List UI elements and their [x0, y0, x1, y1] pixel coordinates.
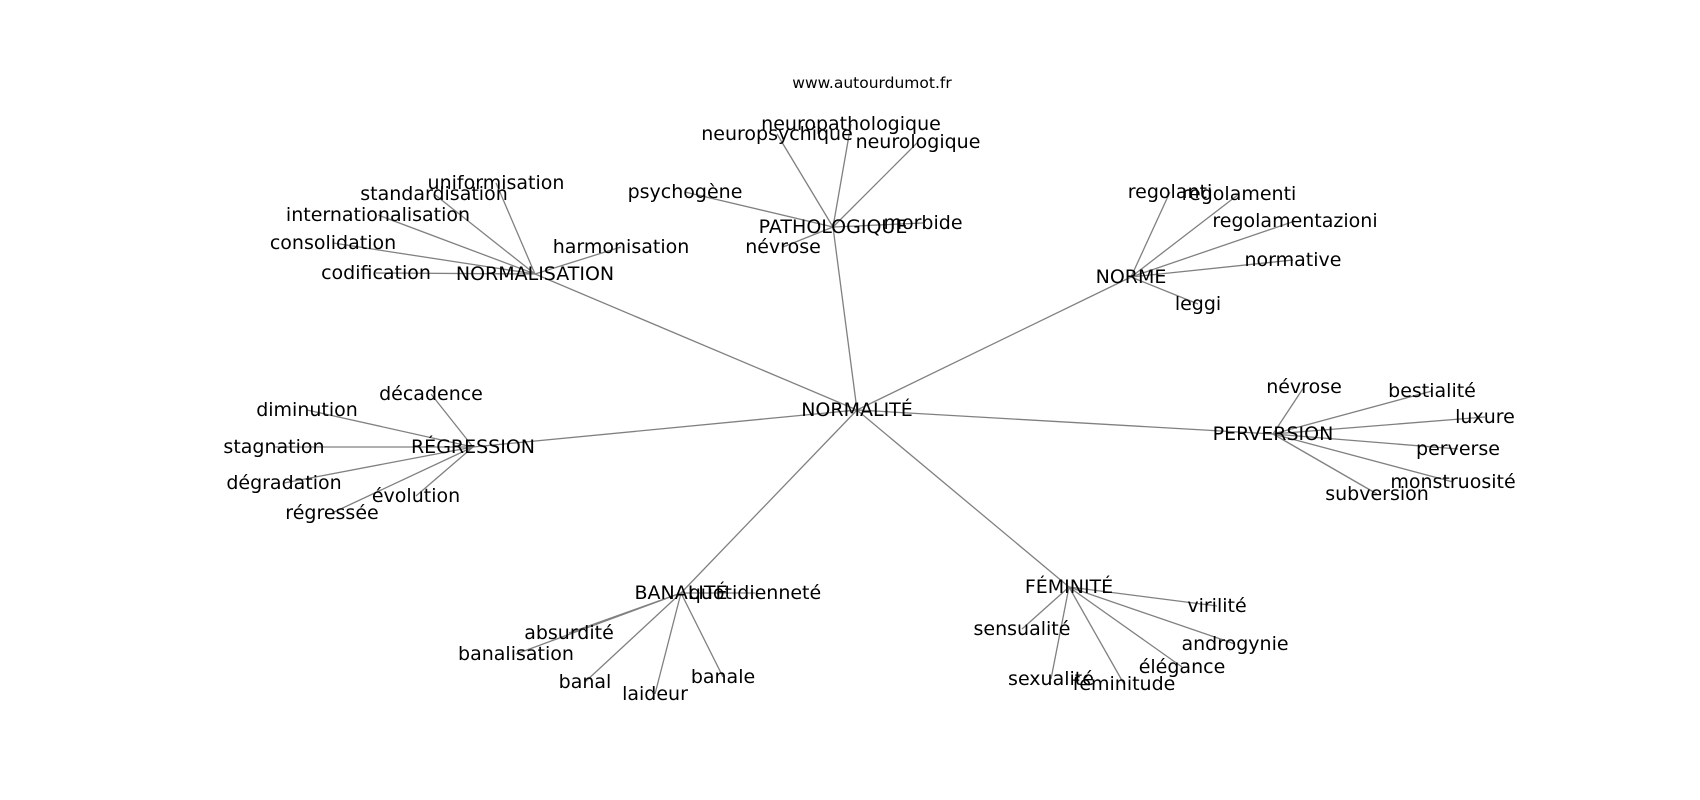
edge-hub-to-word	[1130, 191, 1171, 278]
hub-node-label: PERVERSION	[1213, 423, 1334, 445]
edge-hub-to-word	[332, 242, 536, 275]
edge-hub-to-word	[680, 592, 724, 678]
word-node-label: sexualité	[1008, 668, 1094, 690]
edge-hub-to-word	[654, 592, 682, 695]
word-node-label: neurologique	[856, 131, 981, 153]
word-node-label: codification	[321, 262, 431, 284]
word-node-label: subversion	[1325, 483, 1429, 505]
edge-hub-to-word	[515, 592, 682, 655]
edge-hub-to-word	[1272, 433, 1454, 483]
word-node-label: élégance	[1139, 656, 1226, 678]
edge-hub-to-word	[1068, 586, 1183, 668]
edge-hub-to-word	[1068, 586, 1125, 685]
hub-node-label: BANALITÉ	[634, 581, 727, 604]
edge-hub-to-word	[1272, 416, 1486, 435]
hub-node-label: FÉMINITÉ	[1025, 575, 1113, 598]
edge-center-to-hub	[534, 273, 858, 411]
edge-layer	[274, 123, 1486, 695]
word-node-label: monstruosité	[1390, 471, 1515, 493]
word-node-label: luxure	[1455, 406, 1515, 428]
edge-hub-to-word	[430, 393, 474, 448]
edge-hub-to-word	[782, 226, 834, 248]
word-node-label: perverse	[1416, 438, 1500, 460]
edge-hub-to-word	[534, 246, 622, 275]
word-node-label: banale	[691, 666, 755, 688]
edge-hub-to-word	[306, 409, 474, 448]
edge-center-to-hub	[680, 409, 858, 594]
edge-hub-to-word	[283, 446, 474, 484]
word-node-label: standardisation	[360, 183, 508, 205]
word-node-label: uniformisation	[428, 172, 565, 194]
edge-center-to-hub	[832, 226, 858, 411]
word-node-label: névrose	[1266, 376, 1342, 398]
edge-center-to-hub	[856, 409, 1070, 588]
edge-hub-to-word	[1130, 193, 1240, 278]
edge-hub-to-word	[832, 222, 924, 228]
edge-hub-to-word	[1272, 386, 1305, 435]
word-node-label: sensualité	[974, 618, 1071, 640]
edge-hub-to-word	[495, 182, 536, 275]
word-node-label: banalisation	[458, 643, 574, 665]
word-node-label: normative	[1245, 249, 1342, 271]
edge-center-to-hub	[856, 409, 1274, 435]
edge-hub-to-word	[1021, 586, 1070, 630]
word-node-label: harmonisation	[553, 236, 690, 258]
word-node-label: évolution	[372, 485, 460, 507]
center-node-label: NORMALITÉ	[801, 398, 913, 421]
word-node-label: banal	[559, 671, 612, 693]
word-node-label: internationalisation	[286, 204, 470, 226]
edge-hub-to-word	[1130, 276, 1199, 305]
word-node-label: neuropathologique	[761, 113, 941, 135]
edge-hub-to-word	[331, 446, 474, 514]
word-node-label: regolamenti	[1182, 183, 1297, 205]
edge-hub-to-word	[684, 191, 834, 228]
word-node-label: dégradation	[226, 472, 341, 494]
word-node-label: décadence	[379, 383, 483, 405]
hub-node-label: PATHOLOGIQUE	[759, 216, 908, 238]
edge-hub-to-word	[1050, 586, 1070, 680]
edge-hub-to-word	[1272, 390, 1433, 435]
word-node-label: neuropsychique	[701, 123, 853, 145]
word-node-label: androgynie	[1181, 633, 1288, 655]
edge-hub-to-word	[433, 193, 536, 275]
edge-hub-to-word	[1068, 586, 1218, 607]
word-node-label: psychogène	[628, 181, 743, 203]
hub-node-label: NORMALISATION	[456, 263, 614, 285]
hub-node-label: RÉGRESSION	[411, 435, 535, 458]
word-node-label: virilité	[1187, 595, 1246, 617]
word-node-label: névrose	[745, 236, 821, 258]
edge-hub-to-word	[832, 123, 852, 228]
word-node-label: leggi	[1175, 293, 1221, 315]
edge-hub-to-word	[1130, 220, 1296, 278]
word-node-label: absurdité	[524, 622, 614, 644]
label-layer: NORMALITÉ NORMALISATION uniformisationstan…	[223, 113, 1515, 705]
source-url: www.autourdumot.fr	[792, 74, 952, 92]
word-node-label: regolamentazioni	[1212, 210, 1377, 232]
word-node-label: régressée	[285, 502, 378, 524]
edge-hub-to-word	[1272, 433, 1378, 495]
edge-hub-to-word	[1068, 586, 1236, 645]
edge-hub-to-word	[584, 592, 682, 683]
word-node-label: stagnation	[223, 436, 324, 458]
word-node-label: regolanti	[1128, 181, 1212, 203]
word-node-label: consolidation	[270, 232, 396, 254]
word-node-label: bestialité	[1388, 380, 1476, 402]
edge-hub-to-word	[832, 141, 919, 228]
edge-center-to-hub	[856, 276, 1132, 411]
word-node-label: laideur	[622, 683, 688, 705]
edge-hub-to-word	[1130, 259, 1294, 278]
hub-node-label: NORME	[1096, 266, 1167, 288]
edge-hub-to-word	[375, 272, 536, 275]
word-node-label: morbide	[883, 212, 962, 234]
edge-hub-to-word	[1272, 433, 1459, 450]
edge-hub-to-word	[377, 214, 536, 275]
edge-center-to-hub	[472, 409, 858, 448]
word-node-label: diminution	[256, 399, 358, 421]
word-node-label: quotidienneté	[689, 582, 821, 604]
edge-hub-to-word	[776, 133, 834, 228]
edge-hub-to-word	[415, 446, 474, 497]
word-node-label: féminitude	[1073, 673, 1176, 695]
